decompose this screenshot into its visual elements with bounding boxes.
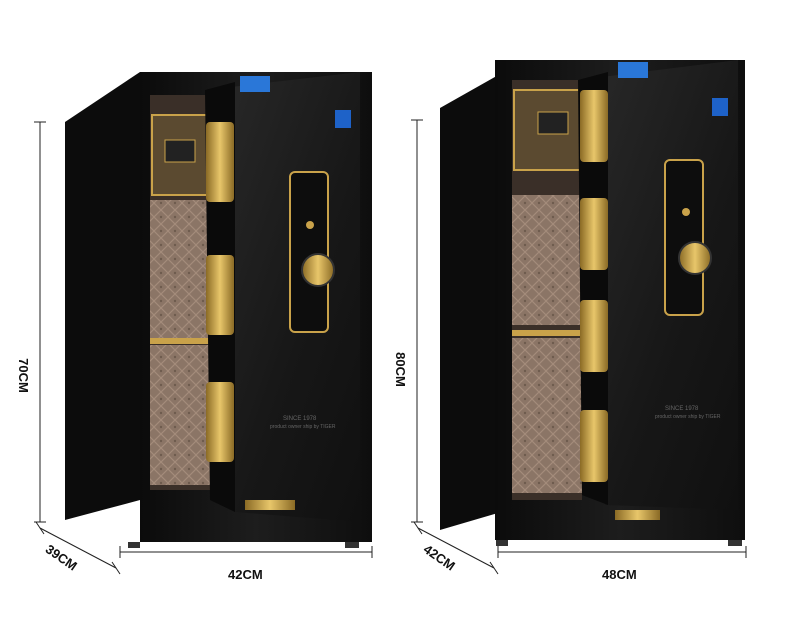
- locking-bolt: [580, 198, 608, 270]
- quilted-lining: [150, 345, 210, 485]
- safe-foot: [128, 542, 140, 548]
- certification-sticker-icon: [712, 98, 728, 116]
- door-handle: [245, 500, 295, 510]
- locking-bolt: [206, 382, 234, 462]
- locking-bolt: [580, 300, 608, 372]
- locking-bolt: [580, 90, 608, 162]
- door-handle: [615, 510, 660, 520]
- quilted-lining: [512, 338, 582, 493]
- dimension-lines: [34, 119, 747, 575]
- locking-bolt: [206, 255, 234, 335]
- door-edge: [578, 72, 608, 505]
- keypad-icon: [289, 171, 329, 333]
- width-label: 42CM: [228, 567, 263, 582]
- door-inscription: SINCE 1978: [665, 406, 699, 412]
- safe-small: [65, 72, 372, 548]
- inner-lockbox: [151, 114, 211, 196]
- shelf: [150, 338, 210, 344]
- locking-bolt: [580, 410, 608, 482]
- lockbox-keypad-icon: [164, 139, 196, 163]
- width-label: 48CM: [602, 567, 637, 582]
- depth-dimension-line: [39, 527, 117, 569]
- door-inscription: product owner ship by TIGER: [270, 424, 336, 430]
- safe-large: [440, 60, 745, 546]
- quilted-lining: [512, 195, 582, 325]
- certification-sticker-icon: [335, 110, 351, 128]
- dial-knob-icon: [301, 253, 335, 287]
- depth-dimension-line: [417, 527, 495, 569]
- door-inscription: product owner ship by TIGER: [655, 414, 721, 420]
- safe-foot: [345, 542, 359, 548]
- brand-sticker-icon: [240, 76, 270, 92]
- locking-bolt: [206, 122, 234, 202]
- safe-foot: [496, 540, 508, 546]
- shelf: [512, 330, 582, 336]
- door-inscription: SINCE 1978: [283, 416, 317, 422]
- lockbox-keypad-icon: [537, 111, 569, 135]
- height-label: 80CM: [392, 352, 408, 387]
- quilted-lining: [150, 200, 210, 340]
- keypad-icon: [664, 159, 704, 316]
- safe-side-panel: [65, 72, 140, 520]
- safe-foot: [728, 540, 742, 546]
- fingerprint-icon: [306, 221, 314, 229]
- brand-sticker-icon: [618, 62, 648, 78]
- dial-knob-icon: [678, 241, 712, 275]
- fingerprint-icon: [682, 208, 690, 216]
- height-label: 70CM: [15, 358, 31, 393]
